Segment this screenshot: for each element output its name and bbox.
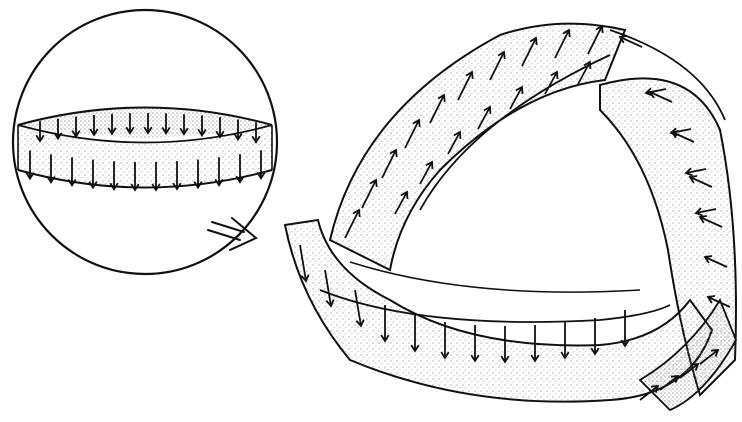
mobius-strip-top: [330, 24, 625, 270]
sphere-with-band: [13, 10, 277, 274]
down-arrow-icon: [591, 318, 599, 354]
sphere-band-inner: [18, 108, 272, 138]
down-arrow-icon: [561, 322, 569, 358]
down-arrow-icon: [621, 310, 629, 346]
mobius-band: [285, 24, 736, 410]
